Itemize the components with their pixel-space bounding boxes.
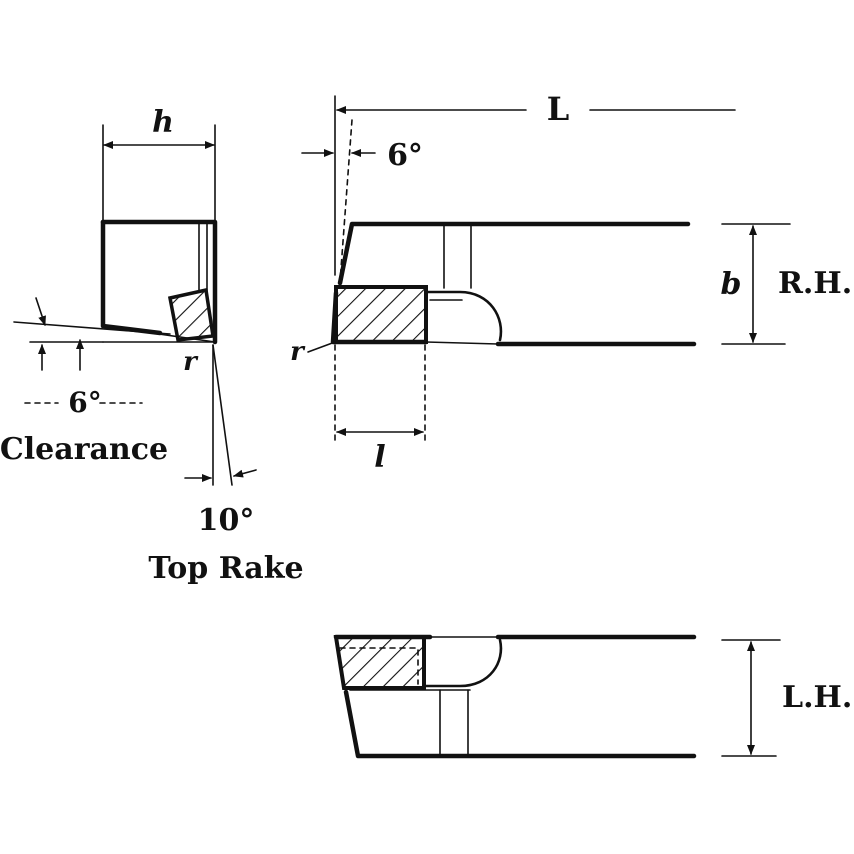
side-angle-line <box>339 119 353 283</box>
top-rake-label: Top Rake <box>148 551 303 586</box>
rh-braze-seat <box>424 290 503 342</box>
right-hand-tool: L 6° r l b R.H. <box>290 90 852 475</box>
rh-seat-base <box>425 341 499 345</box>
side-angle-label: 6° <box>387 138 423 173</box>
lh-tip-insert <box>333 635 426 690</box>
rh-r-leader <box>307 341 336 353</box>
rake-angle-label: 10° <box>198 503 255 538</box>
end-view: h 6° Clearance r 10° Top Rake <box>0 105 304 586</box>
lh-body-bottom <box>343 689 697 759</box>
clearance-label: Clearance <box>0 432 168 467</box>
lh-tip-dashed-outline <box>339 647 419 685</box>
rh-label: R.H. <box>778 266 852 301</box>
clearance-angle-label: 6° <box>68 386 101 419</box>
lh-braze-seat <box>424 638 503 688</box>
end-view-left-edge <box>100 219 163 336</box>
clearance-arrow-top <box>35 297 46 326</box>
end-view-tip-insert <box>167 287 216 342</box>
b-label: b <box>721 267 742 302</box>
lh-label: L.H. <box>782 680 852 715</box>
left-hand-tool: L.H. <box>333 634 852 759</box>
L-label: L <box>547 90 570 128</box>
l-label: l <box>374 440 385 475</box>
end-view-r-label: r <box>183 347 199 377</box>
h-label: h <box>152 105 174 140</box>
rh-tip-insert <box>334 285 428 344</box>
end-view-top-right <box>100 219 218 345</box>
clearance-flank <box>102 325 216 343</box>
rake-arrow-right <box>233 469 257 478</box>
rake-angled-line <box>212 344 233 486</box>
rh-body-top <box>337 221 691 286</box>
rh-r-label: r <box>290 337 306 367</box>
